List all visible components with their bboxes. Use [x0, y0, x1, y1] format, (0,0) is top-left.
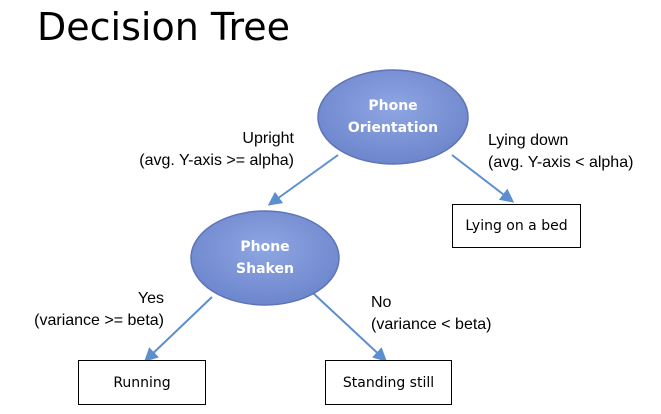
edge-label-upright-line2: (avg. Y-axis >= alpha): [139, 152, 294, 169]
edge-label-lying-down-line1: Lying down: [488, 132, 569, 149]
node-shaken-line2: Shaken: [236, 261, 294, 277]
diagram-title: Decision Tree: [37, 5, 291, 49]
edge-label-lying-down: Lying down (avg. Y-axis < alpha): [488, 130, 660, 174]
edge-label-upright: Upright (avg. Y-axis >= alpha): [110, 128, 294, 172]
edge-lying-down: [451, 154, 515, 203]
node-orientation-line2: Orientation: [347, 120, 439, 136]
edge-label-yes: Yes (variance >= beta): [8, 288, 164, 332]
leaf-lying-on-a-bed: Lying on a bed: [452, 204, 581, 248]
leaf-standing-still: Standing still: [325, 360, 452, 405]
leaf-running: Running: [78, 360, 206, 405]
edge-yes: [143, 296, 213, 362]
node-orientation-label: Phone Orientation: [318, 95, 468, 139]
edge-label-upright-line1: Upright: [242, 130, 294, 147]
node-phone-shaken: [190, 210, 340, 306]
edge-label-no-line2: (variance < beta): [371, 316, 492, 333]
edge-label-no: No (variance < beta): [371, 292, 521, 336]
node-shaken-line1: Phone: [240, 239, 290, 255]
edge-upright: [267, 154, 339, 206]
node-shaken-label: Phone Shaken: [191, 236, 339, 280]
node-phone-orientation: [317, 69, 469, 165]
edge-no: [312, 292, 388, 362]
edge-label-yes-line1: Yes: [137, 290, 164, 307]
node-orientation-line1: Phone: [368, 98, 418, 114]
edge-label-yes-line2: (variance >= beta): [34, 312, 164, 329]
edge-label-no-line1: No: [371, 294, 392, 311]
edge-label-lying-down-line2: (avg. Y-axis < alpha): [488, 154, 634, 171]
